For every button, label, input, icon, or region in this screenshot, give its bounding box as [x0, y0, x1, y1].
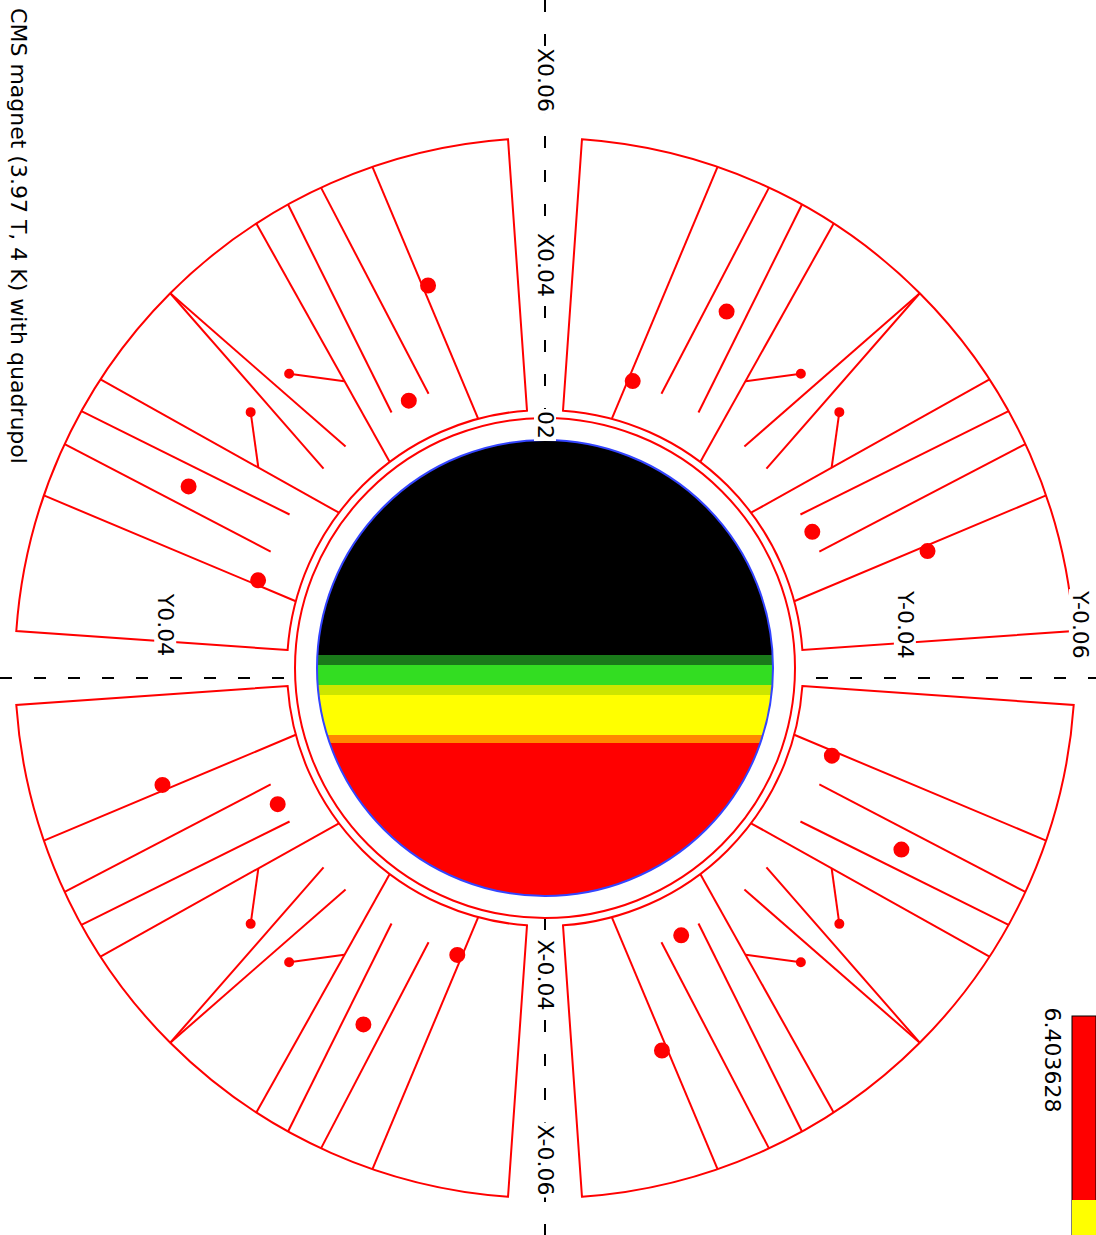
force-arrow [289, 955, 344, 963]
axis-tick-label: Y0.04 [154, 592, 176, 658]
coil-block-edge [81, 821, 289, 924]
disc-edge [317, 440, 773, 896]
arrow-head [247, 920, 255, 928]
coil-outline [563, 686, 1074, 1197]
force-arrow [289, 374, 344, 382]
coil-block-edge [661, 188, 769, 394]
coil-dot [894, 843, 908, 857]
coil-block-edge [800, 411, 1008, 514]
coil-dot [182, 479, 196, 493]
coil-blocks [16, 139, 1073, 1196]
coil-dot [402, 394, 416, 408]
force-arrow [832, 412, 840, 467]
coil-block-edge [65, 784, 271, 892]
coil-block-edge [170, 293, 323, 468]
coil-block-edge [744, 889, 919, 1042]
coil-block-edge [766, 867, 919, 1042]
coil-block-edge [170, 867, 323, 1042]
coil-block-edge [766, 293, 919, 468]
axis-tick-label: Y-0.06 [1069, 589, 1091, 661]
coil-dot [356, 1017, 370, 1031]
coil-block-edge [794, 495, 1046, 601]
coil-block-edge [698, 923, 801, 1131]
color-bar [1072, 1016, 1096, 1235]
axis-tick-label: X0.04 [534, 231, 556, 299]
coil-dot [674, 928, 688, 942]
coil-block-edge [321, 942, 429, 1148]
coil-block-edge [700, 874, 833, 1112]
arrow-head [835, 920, 843, 928]
plot-title: CMS magnet (3.97 T, 4 K) with quadrupol [7, 8, 29, 464]
axis-tick-label: X0.06 [534, 46, 556, 114]
coil-block-edge [819, 784, 1025, 892]
axis-tick-label: 02 [534, 409, 556, 441]
force-arrow [832, 869, 840, 924]
coil-dot [825, 749, 839, 763]
coil-dot [271, 797, 285, 811]
coil-dot [805, 525, 819, 539]
coil-block-edge [751, 379, 989, 512]
coil-block-edge [372, 167, 478, 419]
force-arrow [251, 412, 259, 467]
force-arrow [746, 374, 801, 382]
coil-block-edge [256, 224, 389, 462]
arrow-head [247, 408, 255, 416]
coil-block-edge [794, 735, 1046, 841]
coil-block-edge [170, 889, 345, 1042]
arrow-head [797, 958, 805, 966]
coil-outline [16, 686, 527, 1197]
axis-tick-label: Y-0.04 [894, 589, 916, 661]
force-arrow [251, 869, 259, 924]
axis-tick-label: X-0.04 [534, 938, 556, 1013]
coil-block-edge [101, 823, 339, 956]
coil-block-edge [661, 942, 769, 1148]
coil-dot [720, 305, 734, 319]
coil-block-edge [170, 293, 345, 446]
color-scale-value: 6.403628 [1041, 1008, 1063, 1113]
coil-dot [921, 544, 935, 558]
coil-dot [421, 278, 435, 292]
coil-dot [626, 374, 640, 388]
color-bar-low [1072, 1200, 1096, 1235]
coil-block-edge [44, 735, 296, 841]
coil-outline [563, 139, 1074, 650]
coil-block-edge [65, 444, 271, 552]
arrow-head [285, 370, 293, 378]
axis-tick-label: X-0.06 [534, 1123, 556, 1198]
arrow-head [835, 408, 843, 416]
field-map [300, 430, 800, 913]
coil-block-edge [744, 293, 919, 446]
coil-block-edge [372, 917, 478, 1169]
coil-dot [450, 948, 464, 962]
coil-outline [16, 139, 527, 650]
coil-dot [155, 778, 169, 792]
coil-block-edge [288, 204, 391, 412]
force-arrow [746, 955, 801, 963]
coil-block-edge [44, 495, 296, 601]
coil-block-edge [321, 188, 429, 394]
arrow-head [285, 958, 293, 966]
coil-dot [251, 573, 265, 587]
coil-block-edge [819, 444, 1025, 552]
coil-block-edge [612, 167, 718, 419]
arrow-head [797, 370, 805, 378]
coil-block-edge [612, 917, 718, 1169]
coil-dot [655, 1044, 669, 1058]
